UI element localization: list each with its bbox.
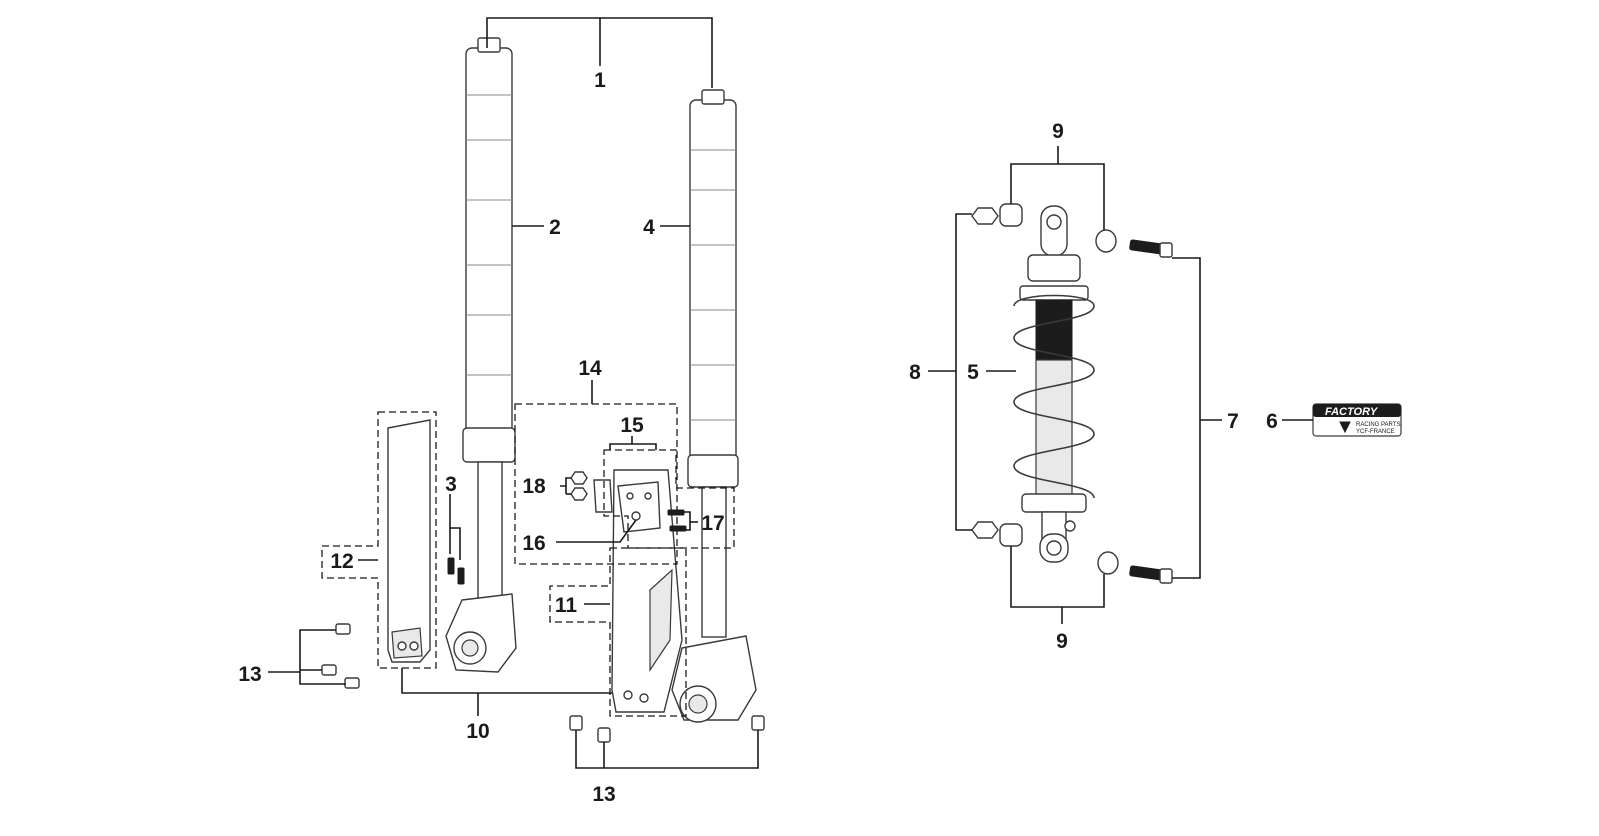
- fork-tube-right: [671, 89, 757, 723]
- callout-5: 5: [967, 361, 979, 384]
- bolts-13-left: [321, 623, 360, 689]
- fork-guard-left: [387, 419, 431, 663]
- group-box-15: [603, 449, 735, 549]
- group-box-12: [321, 411, 437, 669]
- bolts-17: [667, 509, 687, 532]
- leader-lines: [268, 17, 1313, 769]
- group-box-11: [549, 547, 687, 717]
- rear-shock-absorber: [1013, 205, 1095, 563]
- callout-3: 3: [445, 473, 457, 496]
- callout-6: 6: [1266, 410, 1278, 433]
- screws-3: [447, 557, 465, 585]
- callout-13-left: 13: [238, 663, 261, 686]
- callout-17: 17: [701, 512, 724, 535]
- callout-4: 4: [643, 216, 655, 239]
- callout-1: 1: [594, 69, 606, 92]
- nuts-18: [570, 471, 588, 501]
- decal-brand: FACTORY: [1325, 406, 1379, 418]
- callout-9-bottom: 9: [1056, 630, 1068, 653]
- decal-line1: RACING PARTS: [1356, 422, 1400, 428]
- decal-line2: YCF-FRANCE: [1356, 429, 1395, 435]
- brake-hose-bracket: [593, 479, 661, 533]
- callout-12: 12: [330, 550, 353, 573]
- callout-13-bottom: 13: [592, 783, 615, 806]
- factory-decal: FACTORY RACING PARTS YCF-FRANCE: [1312, 403, 1402, 437]
- decal-logo: [1339, 421, 1351, 434]
- callout-7: 7: [1227, 410, 1239, 433]
- callout-16: 16: [522, 532, 545, 555]
- fork-tube-left: [445, 37, 517, 673]
- group-box-14: [514, 403, 678, 565]
- callout-15: 15: [620, 414, 644, 437]
- nut-8-bottom: [971, 521, 999, 539]
- callout-18: 18: [522, 475, 546, 498]
- callout-8: 8: [909, 361, 921, 384]
- callout-9-top: 9: [1052, 120, 1064, 143]
- callout-14: 14: [578, 357, 602, 380]
- callout-11: 11: [555, 594, 578, 617]
- bolts-7: [1129, 239, 1173, 584]
- washer-16: [631, 511, 641, 521]
- nut-8-top: [971, 207, 999, 225]
- callout-2: 2: [549, 216, 561, 239]
- callout-10: 10: [466, 720, 489, 743]
